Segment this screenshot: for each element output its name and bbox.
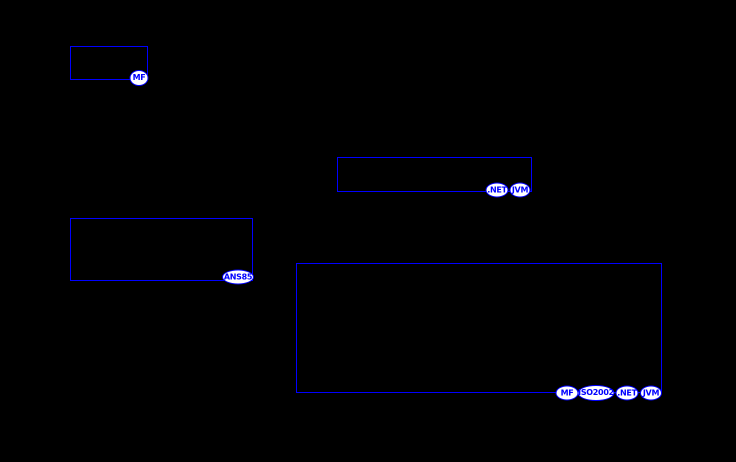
badge-mf-2: MF bbox=[555, 385, 579, 401]
box-net-jvm bbox=[337, 157, 532, 192]
badge-jvm: JVM bbox=[509, 182, 531, 198]
badge-dotnet-2: .NET bbox=[615, 385, 639, 401]
box-ans85 bbox=[70, 218, 253, 281]
badge-dotnet: .NET bbox=[485, 182, 509, 198]
badge-ans85: ANS85 bbox=[222, 269, 254, 285]
box-mf bbox=[70, 46, 148, 80]
badge-iso2002: ISO2002 bbox=[577, 385, 615, 401]
box-mf-iso2002-net-jvm bbox=[296, 263, 662, 393]
badge-mf: MF bbox=[129, 70, 149, 86]
badge-jvm-2: JVM bbox=[640, 385, 662, 401]
